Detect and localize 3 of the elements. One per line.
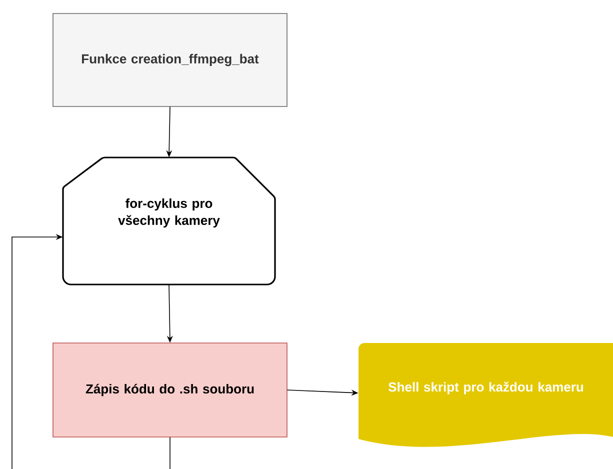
function-box: Funkce creation_ffmpeg_bat: [52, 13, 288, 107]
process-box: Zápis kódu do .sh souboru: [52, 342, 288, 438]
arrow: [12, 234, 170, 469]
